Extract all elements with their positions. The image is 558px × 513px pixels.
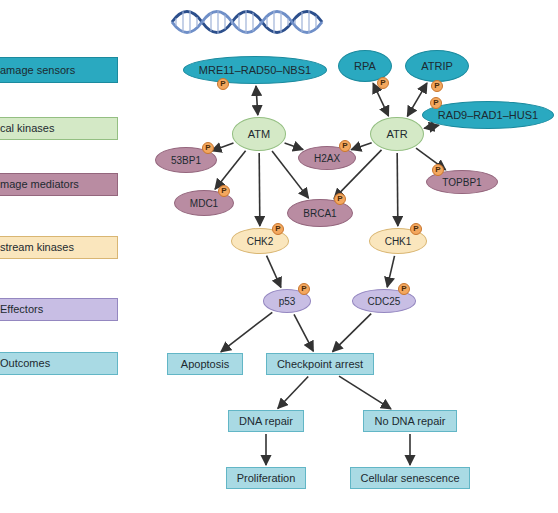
phospho-tag: P <box>410 223 422 235</box>
node-label: RPA <box>354 60 376 72</box>
node-label: H2AX <box>314 153 340 164</box>
arrow-connector <box>265 434 267 465</box>
node-label: RAD9–RAD1–HUS1 <box>438 109 538 121</box>
sensor-ellipse: RAD9–RAD1–HUS1 <box>422 101 554 129</box>
node-label: CHK2 <box>247 236 274 247</box>
node-label: cal kinases <box>0 122 54 134</box>
node-label: 53BP1 <box>171 155 201 166</box>
node-label: stream kinases <box>0 241 74 253</box>
dna-rung <box>287 18 288 25</box>
node-label: Apoptosis <box>181 358 229 370</box>
phospho-tag: P <box>339 140 351 152</box>
node-label: Effectors <box>0 303 43 315</box>
dna-rung <box>196 17 197 27</box>
legend-box: mage mediators <box>0 173 118 196</box>
phospho-tag: P <box>431 80 443 92</box>
dna-rung <box>203 21 204 23</box>
outcome-box: Cellular senescence <box>350 467 469 489</box>
dna-rung <box>308 10 309 33</box>
phospho-tag: P <box>202 142 214 154</box>
arrow-connector <box>333 314 372 352</box>
node-label: MDC1 <box>190 198 218 209</box>
dna-rungs <box>176 10 316 34</box>
outcome-box: No DNA repair <box>363 410 457 432</box>
dna-rung <box>182 11 183 33</box>
dna-rung <box>266 17 267 27</box>
legend-box: cal kinases <box>0 117 118 140</box>
phospho-tag: P <box>334 193 346 205</box>
arrow-connector <box>285 143 303 150</box>
node-label: p53 <box>279 296 296 307</box>
legend-box: Outcomes <box>0 352 118 375</box>
phospho-tag: P <box>430 97 442 109</box>
sensor-ellipse: ATRIP <box>405 50 469 82</box>
legend-box: amage sensors <box>0 57 118 83</box>
phospho-tag: P <box>432 164 444 176</box>
phospho-tag: P <box>272 223 284 235</box>
dna-rung <box>189 11 190 34</box>
node-label: amage sensors <box>0 64 75 76</box>
arrow-connector <box>278 376 308 408</box>
outcome-box: Checkpoint arrest <box>266 353 374 375</box>
phospho-tag: P <box>217 78 229 90</box>
dna-rung <box>294 20 295 25</box>
dna-rung <box>315 16 316 28</box>
node-label: ATR <box>386 128 407 140</box>
node-label: MRE11–RAD50–NBS1 <box>199 64 311 76</box>
dna-rung <box>280 11 281 33</box>
phospho-tag: P <box>398 283 410 295</box>
arrow-connector <box>387 256 394 287</box>
arrow-connector <box>339 376 391 409</box>
arrow-connector <box>215 151 246 189</box>
dna-rung <box>252 13 253 32</box>
node-label: Proliferation <box>237 472 296 484</box>
arrow-connector <box>396 153 398 226</box>
node-label: mage mediators <box>0 178 79 190</box>
dna-rung <box>301 12 302 32</box>
arrow-connector <box>212 143 234 151</box>
node-label: ATRIP <box>421 60 453 72</box>
dna-rung <box>224 15 225 30</box>
dna-rung <box>175 18 176 25</box>
node-label: Cellular senescence <box>360 472 459 484</box>
node-label: CHK1 <box>385 236 412 247</box>
dna-rung <box>210 13 211 32</box>
phospho-tag: P <box>298 283 310 295</box>
node-label: No DNA repair <box>375 415 446 427</box>
arrow-connector <box>351 143 371 150</box>
outcome-box: Apoptosis <box>167 353 243 375</box>
phospho-tag: P <box>218 185 230 197</box>
sensor-ellipse: MRE11–RAD50–NBS1 <box>183 56 327 84</box>
node-label: Checkpoint arrest <box>277 358 363 370</box>
phospho-tag: P <box>377 77 389 89</box>
dna-rung <box>231 20 232 24</box>
node-label: TOPBP1 <box>442 177 481 188</box>
dna-rung <box>273 11 274 34</box>
node-label: DNA repair <box>239 415 293 427</box>
arrow-connector <box>267 256 281 288</box>
arrow-connector <box>409 434 411 465</box>
dna-rung <box>238 15 239 30</box>
arrow-connector <box>258 153 260 226</box>
arrow-connector <box>424 125 439 128</box>
legend-box: Effectors <box>0 298 118 321</box>
node-label: CDC25 <box>368 296 401 307</box>
arrow-connector <box>294 314 313 351</box>
legend-box: stream kinases <box>0 236 118 259</box>
kinase-ellipse: ATR <box>370 117 423 151</box>
dna-strand <box>172 12 322 33</box>
dna-rung <box>259 21 260 23</box>
kinase-ellipse: ATM <box>232 117 286 151</box>
node-label: ATM <box>248 128 270 140</box>
node-label: Outcomes <box>0 357 50 369</box>
arrow-connector <box>256 86 258 115</box>
outcome-box: DNA repair <box>228 410 304 432</box>
dna-rung <box>217 10 218 34</box>
node-label: BRCA1 <box>303 208 336 219</box>
arrow-connector <box>221 312 272 351</box>
dna-strand <box>172 12 322 33</box>
outcome-box: Proliferation <box>226 467 306 489</box>
dna-rung <box>245 10 246 34</box>
